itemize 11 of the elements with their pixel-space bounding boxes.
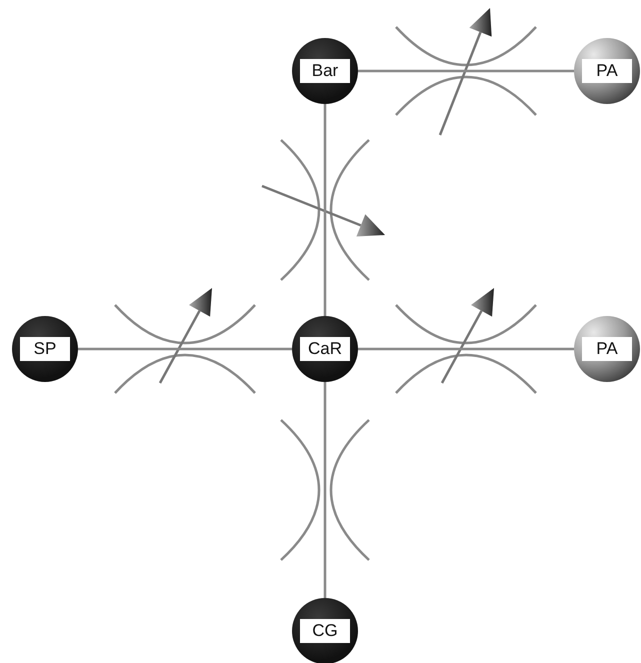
node-label: PA (582, 337, 632, 361)
connector-line (78, 348, 292, 350)
connector-line (358, 70, 574, 72)
node-label: CG (300, 619, 350, 643)
connector-line (324, 104, 326, 316)
connector-line (358, 348, 574, 350)
node-label: SP (20, 337, 70, 361)
node-label: Bar (300, 59, 350, 83)
connector-line (324, 382, 326, 598)
node-label: CaR (300, 337, 350, 361)
node-label: PA (582, 59, 632, 83)
